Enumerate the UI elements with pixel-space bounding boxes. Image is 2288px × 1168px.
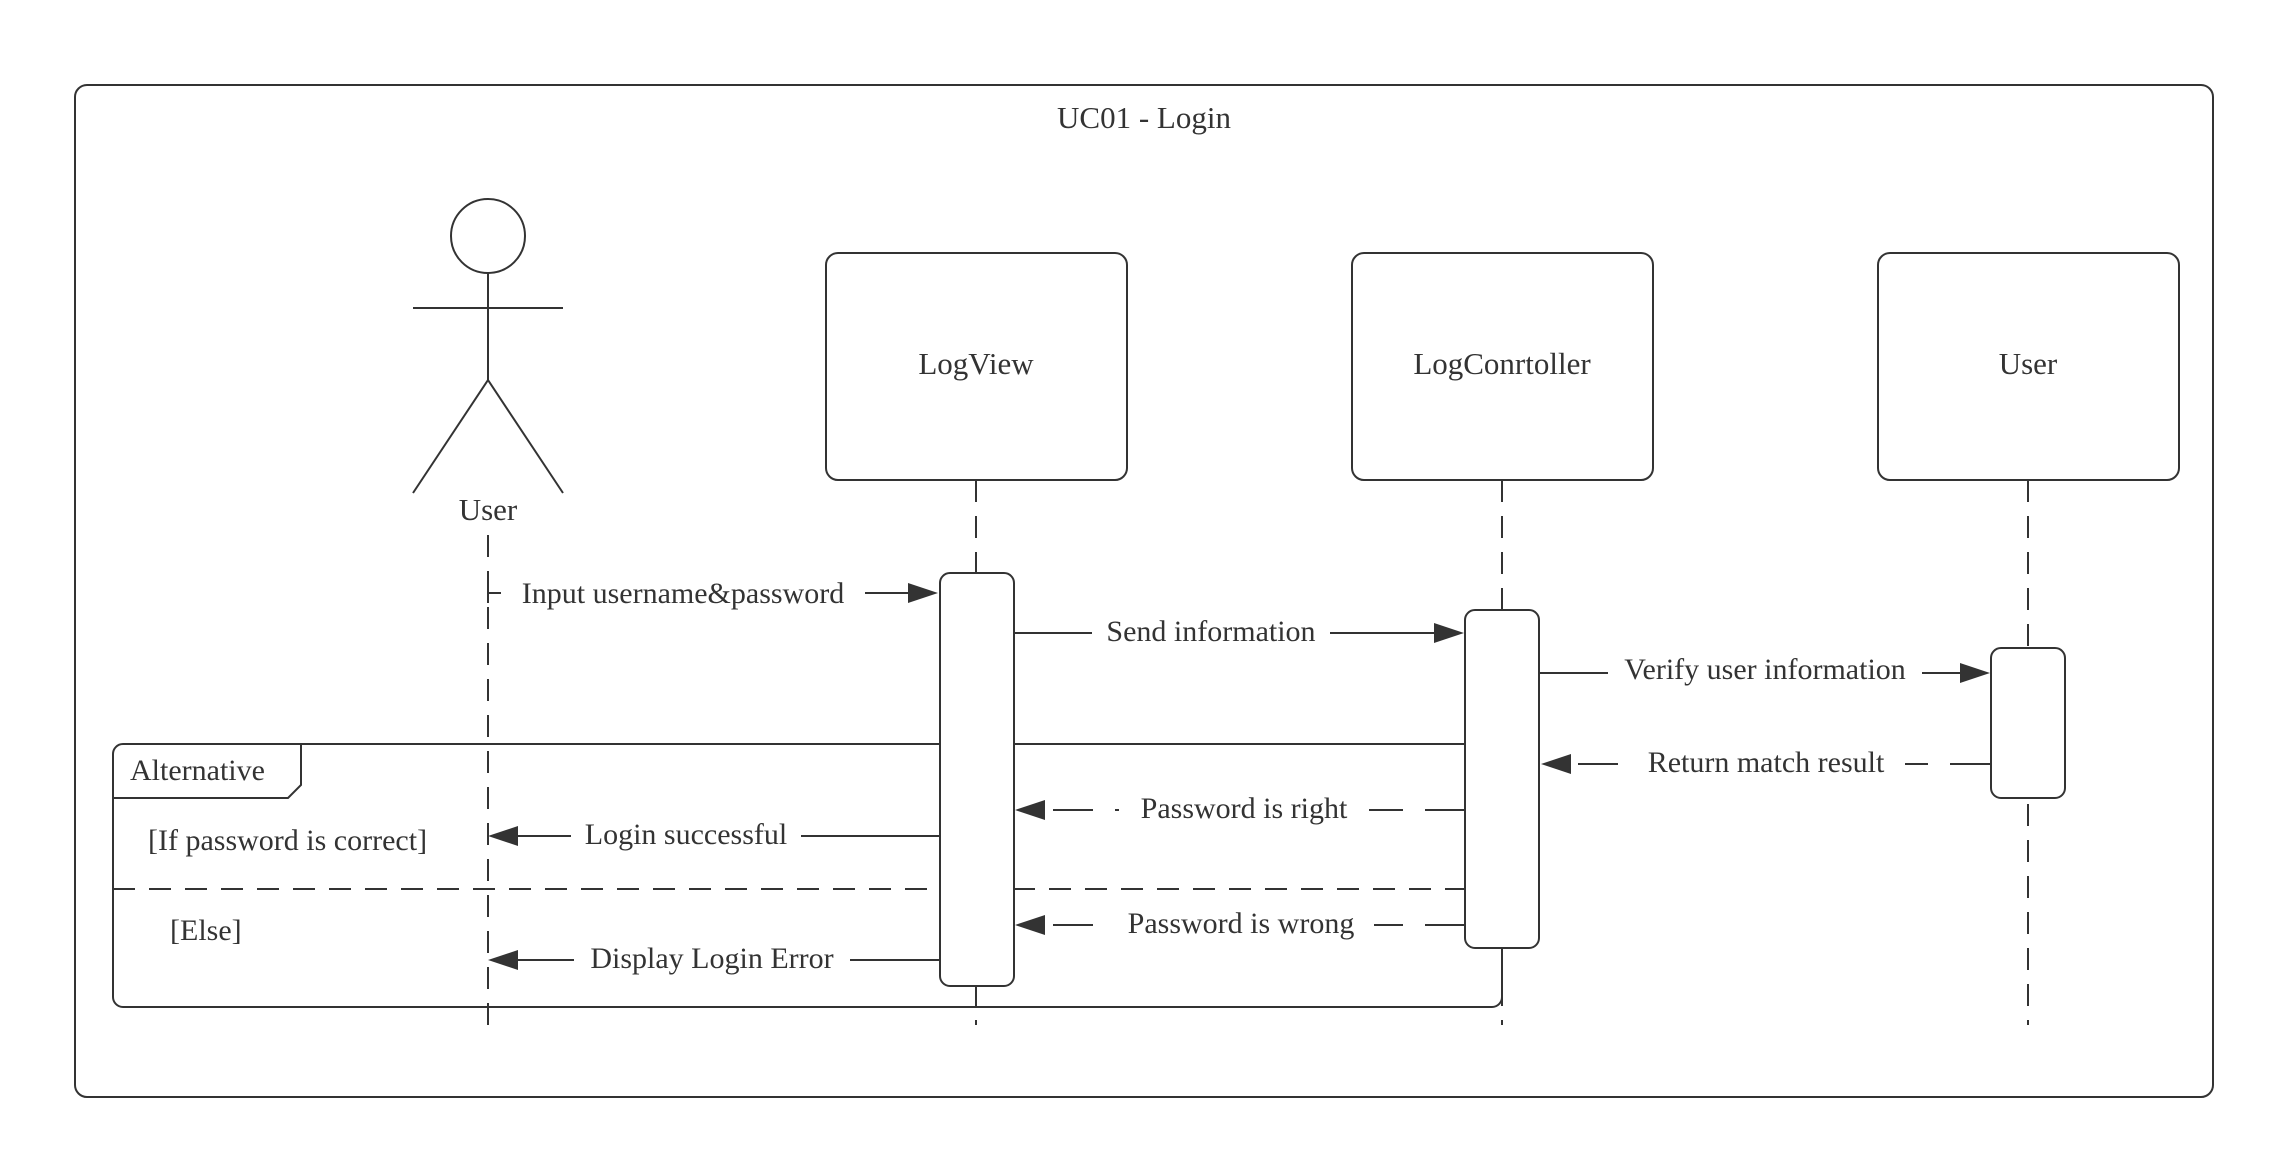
arrowhead-icon [1960,663,1990,683]
arrowhead-icon [488,826,518,846]
lifeline-label-logcontroller: LogConrtoller [1413,346,1591,381]
alt-fragment: Alternative [If password is correct] [El… [112,743,1503,1008]
arrowhead-icon [1434,623,1464,643]
message-label: Password is wrong [1128,907,1355,940]
actor-head-icon [450,198,526,274]
message-input-credentials: Input username&password [487,572,938,612]
message-login-successful: Login successful [488,815,940,855]
alt-guard-else: [Else] [170,914,242,947]
diagram-title: UC01 - Login [1057,100,1231,135]
arrowhead-icon [1541,754,1571,774]
activation-user [1990,647,2066,799]
actor-right-leg [487,379,564,494]
lifeline-label-user: User [1999,346,2058,381]
message-label: Login successful [585,818,787,851]
alt-operator-label: Alternative [130,754,265,787]
activation-logview [939,572,1015,987]
message-display-login-error: Display Login Error [488,939,940,979]
actor-user: User [412,198,564,527]
alt-fragment-tab [113,744,302,799]
actor-label: User [459,492,518,527]
arrowhead-icon [1015,915,1045,935]
message-label: Input username&password [522,577,844,610]
activation-logcontroller [1464,609,1540,949]
message-label: Verify user information [1624,653,1906,686]
actor-left-leg [412,379,489,494]
message-return-match-result: Return match result [1541,743,1990,783]
arrowhead-icon [488,950,518,970]
arrowhead-icon [1015,800,1045,820]
message-label: Display Login Error [590,942,833,975]
message-label: Return match result [1648,746,1885,779]
message-password-wrong: Password is wrong [1015,904,1465,944]
message-password-right: Password is right [1015,789,1465,829]
arrowhead-icon [908,583,938,603]
message-verify-user-information: Verify user information [1539,652,1990,692]
lifeline-label-logview: LogView [918,346,1034,381]
message-label: Password is right [1141,792,1348,825]
message-send-information: Send information [1014,612,1464,652]
message-label: Send information [1106,615,1315,648]
alt-guard-correct: [If password is correct] [148,824,427,857]
diagram-frame [74,84,2214,1098]
